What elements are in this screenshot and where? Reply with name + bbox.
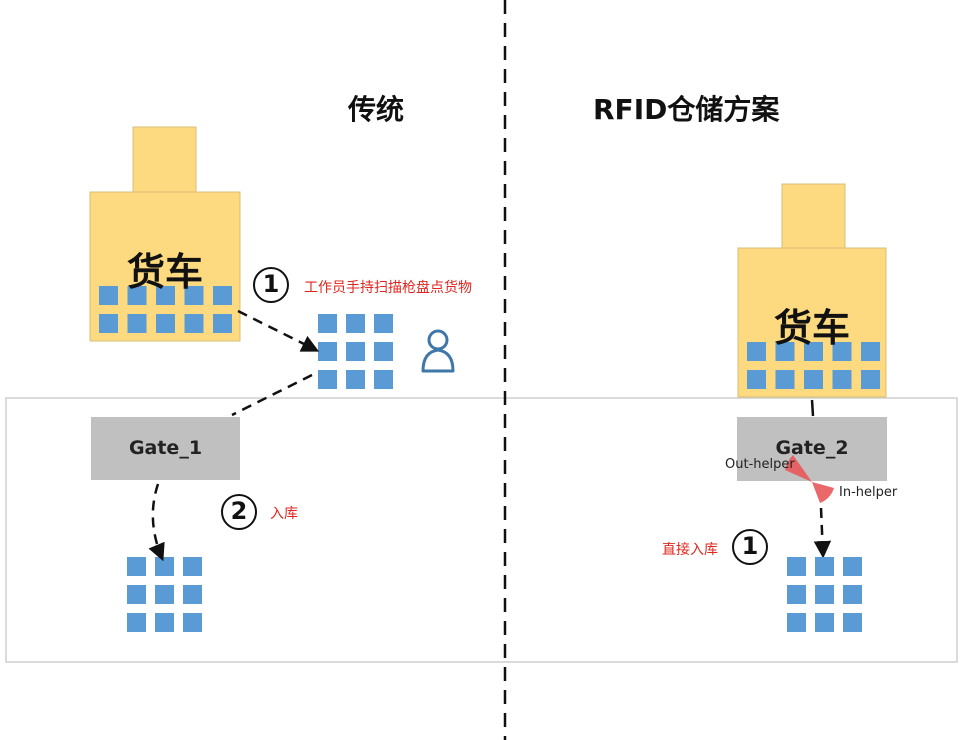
step-1-number: 1 [262,270,280,298]
gate-2 [737,417,887,481]
cargo-box [804,342,823,361]
right-truck-label: 货车 [774,306,851,350]
gate-to-warehouse-arrow [148,483,165,562]
cargo-box [155,613,174,632]
cargo-box [318,342,337,361]
step-1-circle [253,267,289,303]
cargo-box [99,314,118,333]
out-helper-sensor [785,455,812,482]
cargo-box [156,286,175,305]
cargo-box [804,370,823,389]
cargo-box [346,314,365,333]
rfid-title: RFID仓储方案 [593,93,780,126]
right-step-1-note: 直接入库 [662,542,718,558]
cargo-box [99,286,118,305]
step-1-note: 工作员手持扫描枪盘点货物 [304,280,472,296]
gate-to-warehouse-arrow [813,507,832,559]
cargo-box [184,314,204,333]
gate-1 [91,417,240,480]
warehouse-cargo-boxes [127,557,202,632]
in-helper-label: In-helper [839,485,898,500]
cargo-box [318,314,337,333]
cargo-box [155,557,174,576]
cargo-box [861,342,880,361]
cargo-box [346,342,365,361]
staging-to-gate-path [231,373,313,417]
cargo-box [374,370,393,389]
step-1-circle-right [732,529,768,565]
cargo-box [747,370,766,389]
cargo-box [787,585,806,604]
right-truck [737,183,887,398]
left-truck [89,126,241,342]
cargo-box [843,557,862,576]
warehouse-cargo-boxes [787,557,862,632]
cargo-box [155,585,174,604]
cargo-box [213,286,232,305]
truck-to-staging-arrow [237,309,320,352]
gate-1-label: Gate_1 [128,437,203,459]
step-2-number: 2 [230,497,248,525]
cargo-box [127,286,147,305]
truck-to-gate-path [810,399,815,417]
traditional-title: 传统 [348,93,405,126]
right-step-1-number: 1 [741,532,759,560]
cargo-box [127,613,146,632]
cargo-box [183,613,202,632]
left-truck-label: 货车 [127,250,204,294]
cargo-box [832,370,852,389]
cargo-box [815,557,834,576]
staging-cargo-boxes [318,314,393,389]
cargo-box [127,314,147,333]
cargo-box [183,557,202,576]
cargo-box [832,342,852,361]
cargo-box [815,613,834,632]
truck-cargo-boxes [99,286,232,333]
cargo-box [843,613,862,632]
cargo-box [127,585,146,604]
cargo-box [318,370,337,389]
cargo-box [127,557,146,576]
truck-cab [132,126,197,193]
gate-2-label: Gate_2 [775,437,849,459]
truck-cab [781,183,846,249]
cargo-box [747,342,766,361]
cargo-box [346,370,365,389]
step-2-circle [221,494,257,530]
cargo-box [815,585,834,604]
cargo-box [861,370,880,389]
cargo-box [787,613,806,632]
cargo-box [213,314,232,333]
person-icon [421,329,455,373]
warehouse-area [5,397,958,663]
cargo-box [775,370,795,389]
cargo-box [775,342,795,361]
step-2-note: 入库 [270,506,298,522]
cargo-box [183,585,202,604]
cargo-box [374,342,393,361]
cargo-box [374,314,393,333]
truck-cargo-boxes [747,342,880,389]
in-helper-sensor [812,482,834,503]
out-helper-label: Out-helper [725,457,795,472]
cargo-box [787,557,806,576]
cargo-box [843,585,862,604]
cargo-box [184,286,204,305]
cargo-box [156,314,175,333]
